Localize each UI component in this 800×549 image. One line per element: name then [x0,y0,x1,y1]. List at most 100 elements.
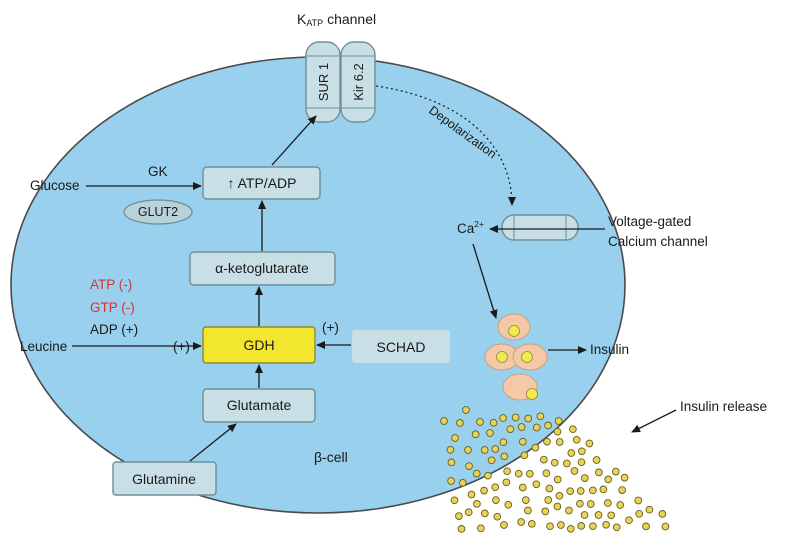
insulin-dot [620,473,629,482]
insulin-label: Insulin [590,342,629,357]
insulin-release-label: Insulin release [680,399,767,414]
insulin-dot [464,446,472,454]
insulin-dot [451,434,459,442]
insulin-dot [589,486,597,495]
insulin-dot [447,477,455,485]
insulin-dot [480,486,488,495]
insulin-dot [592,456,601,464]
insulin-dot [489,418,498,427]
insulin-dot [565,506,573,515]
insulin-dot [645,505,654,514]
insulin-dot [457,525,466,533]
insulin-dot [520,451,529,460]
insulin-dot [569,425,577,434]
insulin-dot [514,469,523,478]
insulin-dot [524,414,533,423]
insulin-dot [576,499,584,508]
insulin-dot [541,507,550,516]
insulin-dot [456,419,464,427]
insulin-dot [450,496,459,505]
insulin-dot [499,414,507,422]
insulin-dot [635,509,644,518]
insulin-dot [554,417,563,425]
insulin-dot [472,469,481,478]
insulin-dot [555,491,564,500]
insulin-dot [661,522,670,531]
calcium-to-granules-arrow [472,243,498,319]
insulin-dot [518,437,527,446]
glutamate-box [202,388,316,423]
kir62-label: Kir 6.2 [351,63,366,101]
katp-channel: SUR 1 Kir 6.2 KATP channel [297,11,376,123]
insulin-dot [492,496,500,504]
glutamine-to-glutamate-arrow [189,423,237,462]
insulin-granules [484,313,548,401]
insulin-dot [585,439,594,448]
insulin-dot [570,467,579,475]
insulin-dot [625,516,633,525]
katp-channel-title: KATP channel [297,11,376,28]
insulin-dot [480,509,489,518]
insulin-dot [447,458,456,467]
insulin-dot [562,459,571,468]
insulin-dot [634,496,643,505]
adp-activator-label: ADP (+) [90,322,138,337]
insulin-dot [524,506,532,515]
alpha-ketoglutarate-box [189,251,336,286]
insulin-dot [467,490,476,499]
insulin-dot [531,443,540,452]
atp-adp-label: ↑ ATP/ADP [228,175,297,191]
insulin-dot [532,423,541,432]
insulin-dot [566,524,575,533]
insulin-dot [503,467,511,476]
insulin-dot [504,500,513,509]
glut2-label: GLUT2 [138,205,178,219]
insulin-dot [589,522,597,531]
alpha-ketoglutarate-label: α-ketoglutarate [215,260,309,276]
insulin-dot [555,438,564,446]
insulin-dot [491,445,500,453]
glut2-transporter [123,199,193,225]
insulin-dot [577,458,586,467]
insulin-dot [578,447,586,456]
insulin-dot [544,421,552,430]
insulin-dot [595,468,603,477]
insulin-dot [536,412,545,421]
insulin-dot [539,455,548,464]
insulin-dot [599,485,608,494]
insulin-dot [594,511,603,519]
insulin-dot [557,521,565,529]
kir62-subunit [340,41,376,123]
insulin-dot [517,518,525,526]
insulin-dot [553,502,562,511]
vgcc-label-line2: Calcium channel [608,234,708,249]
insulin-dot [440,417,448,425]
insulin-dot [618,486,626,494]
schad-activation-label: (+) [322,320,339,335]
released-insulin-dots [440,406,670,533]
insulin-dot [499,438,508,447]
insulin-dot [553,427,562,436]
insulin-dot [471,430,480,439]
insulin-dot [546,522,554,531]
insulin-dot [532,480,541,489]
insulin-dot [484,471,492,480]
insulin-dot [486,429,494,437]
insulin-dot [477,524,485,533]
schad-label: SCHAD [376,339,425,355]
insulin-dot [458,478,467,487]
insulin-dot [542,469,551,478]
insulin-dot [525,469,534,478]
gdh-label: GDH [243,337,274,353]
insulin-dot [577,522,586,530]
insulin-dot [476,418,484,426]
insulin-dot [511,413,520,422]
insulin-dot [465,462,473,470]
insulin-dot [602,520,610,529]
insulin-dot [446,445,455,454]
insulin-dot [521,496,530,504]
glutamine-label: Glutamine [132,471,196,487]
insulin-dot [543,437,551,446]
